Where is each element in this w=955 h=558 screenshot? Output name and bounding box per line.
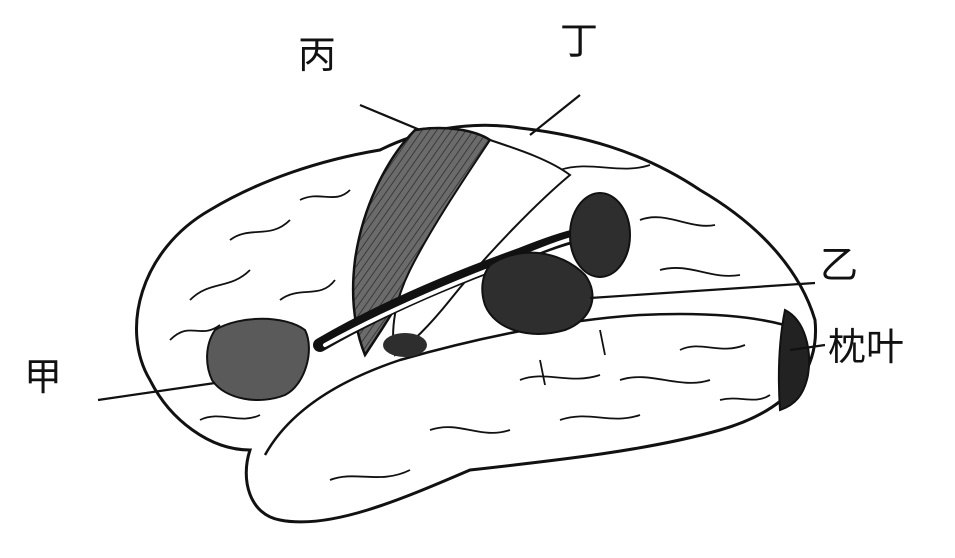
region-insula-patch bbox=[383, 333, 427, 357]
label-ding: 丁 bbox=[560, 22, 598, 60]
label-bing: 丙 bbox=[298, 36, 336, 74]
region-jia bbox=[207, 319, 309, 400]
label-yi: 乙 bbox=[820, 246, 858, 284]
leader-ding bbox=[530, 95, 580, 135]
region-yi-upper bbox=[570, 193, 630, 277]
leader-bing bbox=[360, 105, 420, 130]
label-jia: 甲 bbox=[24, 358, 62, 396]
label-occipital-lobe: 枕叶 bbox=[828, 328, 904, 366]
